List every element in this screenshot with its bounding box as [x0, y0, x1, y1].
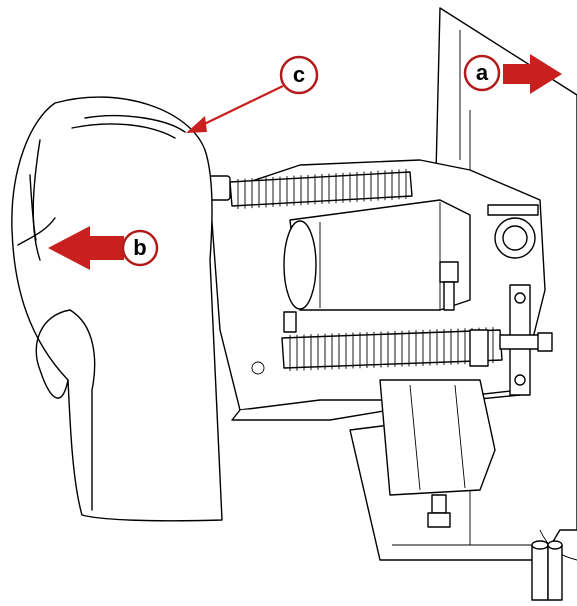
arrow-right-icon	[503, 54, 562, 94]
front-cover	[11, 96, 223, 522]
callout-a-label: a	[476, 60, 489, 85]
arrow-left-icon	[48, 226, 124, 270]
callout-b-label: b	[133, 235, 146, 260]
callout-a: a	[463, 54, 562, 94]
callout-c: c	[186, 55, 319, 133]
callout-c-label: c	[293, 62, 305, 87]
upper-bellows	[205, 169, 413, 209]
callout-b: b	[48, 226, 159, 270]
lower-bellows	[251, 311, 553, 375]
